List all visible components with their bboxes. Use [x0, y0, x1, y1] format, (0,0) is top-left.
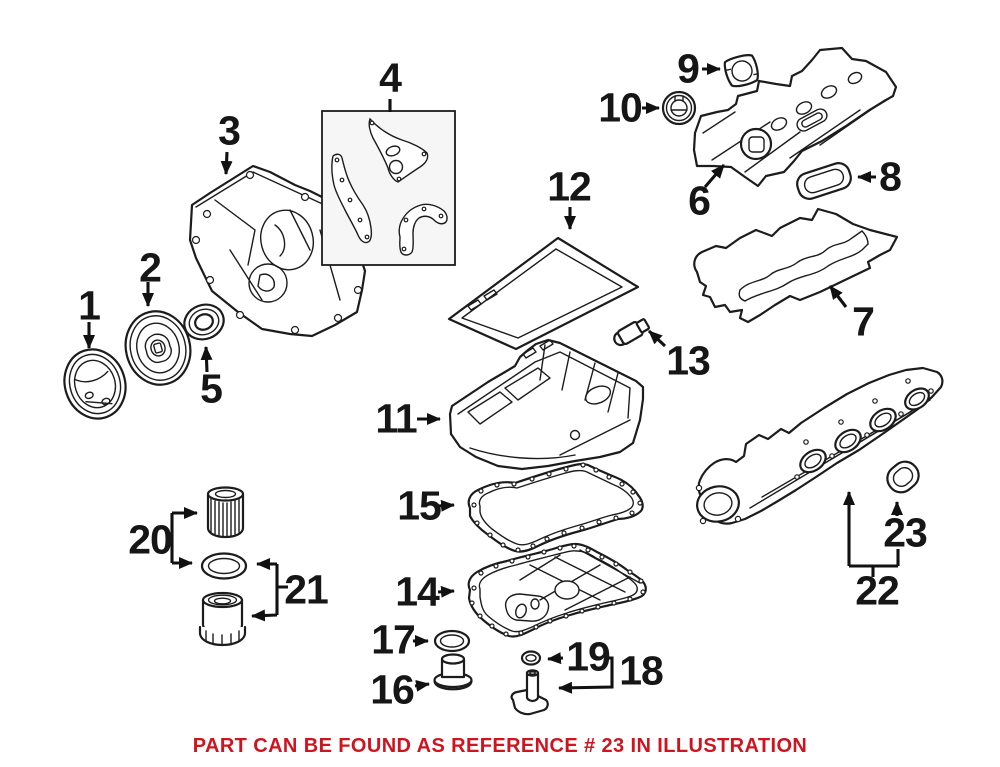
callout-23: 23	[883, 509, 928, 556]
arrow-21b	[251, 609, 278, 622]
part-20-oil-filter-drawing	[206, 486, 245, 539]
callout-8: 8	[879, 153, 902, 200]
part-17-o-ring-drawing	[433, 629, 471, 653]
part-10-seal-drawing	[661, 90, 697, 126]
arrow-19	[547, 652, 564, 665]
callout-9: 9	[677, 45, 700, 92]
callout-14: 14	[395, 568, 440, 615]
part-13-sensor-drawing	[613, 318, 651, 347]
part-22-intake-manifold-drawing	[695, 366, 944, 525]
arrow-3	[220, 151, 233, 175]
callout-15: 15	[397, 482, 442, 529]
callout-12: 12	[547, 163, 592, 210]
part-4-gasket-kit-box	[321, 110, 456, 266]
callout-18: 18	[619, 647, 664, 694]
part-9-seal-drawing	[723, 54, 759, 88]
part-20-o-ring-drawing	[200, 552, 248, 580]
part-18-standpipe-drawing	[510, 669, 549, 716]
callout-2: 2	[139, 244, 162, 291]
arrow-7	[828, 285, 848, 308]
part-6-valve-cover-drawing	[692, 46, 898, 188]
callout-22: 22	[855, 567, 900, 614]
part-14-oil-pan-lower-drawing	[467, 542, 647, 638]
bracket-arrow-18	[558, 656, 614, 694]
part-23-seal-drawing	[886, 460, 920, 494]
arrow-16	[414, 679, 430, 692]
callout-11: 11	[375, 395, 417, 442]
kit-gasket-triangular	[368, 117, 429, 183]
part-5-seal-drawing	[183, 303, 225, 341]
part-12-oil-pan-gasket-drawing	[447, 236, 640, 351]
part-7-valve-cover-gasket-drawing	[693, 207, 899, 324]
bracket-21	[275, 564, 288, 615]
arrow-14	[437, 585, 455, 598]
arrow-15	[437, 499, 455, 512]
part-8-gasket-drawing	[796, 162, 852, 200]
bracket-22	[849, 549, 900, 577]
part-16-plug-drawing	[433, 653, 473, 691]
part-11-oil-pan-upper-drawing	[448, 338, 645, 471]
callout-3: 3	[218, 107, 241, 154]
arrow-6	[703, 163, 726, 189]
callout-13: 13	[666, 337, 711, 384]
callout-21: 21	[284, 566, 329, 613]
arrow-13	[647, 329, 667, 348]
callout-5: 5	[200, 365, 223, 412]
reference-caption: PART CAN BE FOUND AS REFERENCE # 23 IN I…	[192, 735, 808, 757]
callout-10: 10	[598, 84, 643, 131]
part-2-pulley-drawing	[124, 310, 192, 386]
callout-20: 20	[128, 516, 173, 563]
part-1-crankshaft-pulley-drawing	[63, 348, 127, 420]
part-19-o-ring-drawing	[520, 650, 542, 666]
callout-1: 1	[78, 282, 101, 329]
callout-19: 19	[566, 633, 611, 680]
callout-17: 17	[371, 616, 416, 663]
arrow-5	[200, 346, 213, 373]
kit-gasket-bracket	[398, 203, 448, 256]
callout-7: 7	[852, 298, 875, 345]
part-15-oil-pan-gasket-lower-drawing	[467, 462, 644, 553]
callout-6: 6	[688, 177, 711, 224]
callout-16: 16	[370, 666, 415, 713]
callout-4: 4	[379, 54, 402, 101]
leader-arrows	[83, 63, 903, 694]
part-21-filter-cap-drawing	[198, 591, 247, 647]
